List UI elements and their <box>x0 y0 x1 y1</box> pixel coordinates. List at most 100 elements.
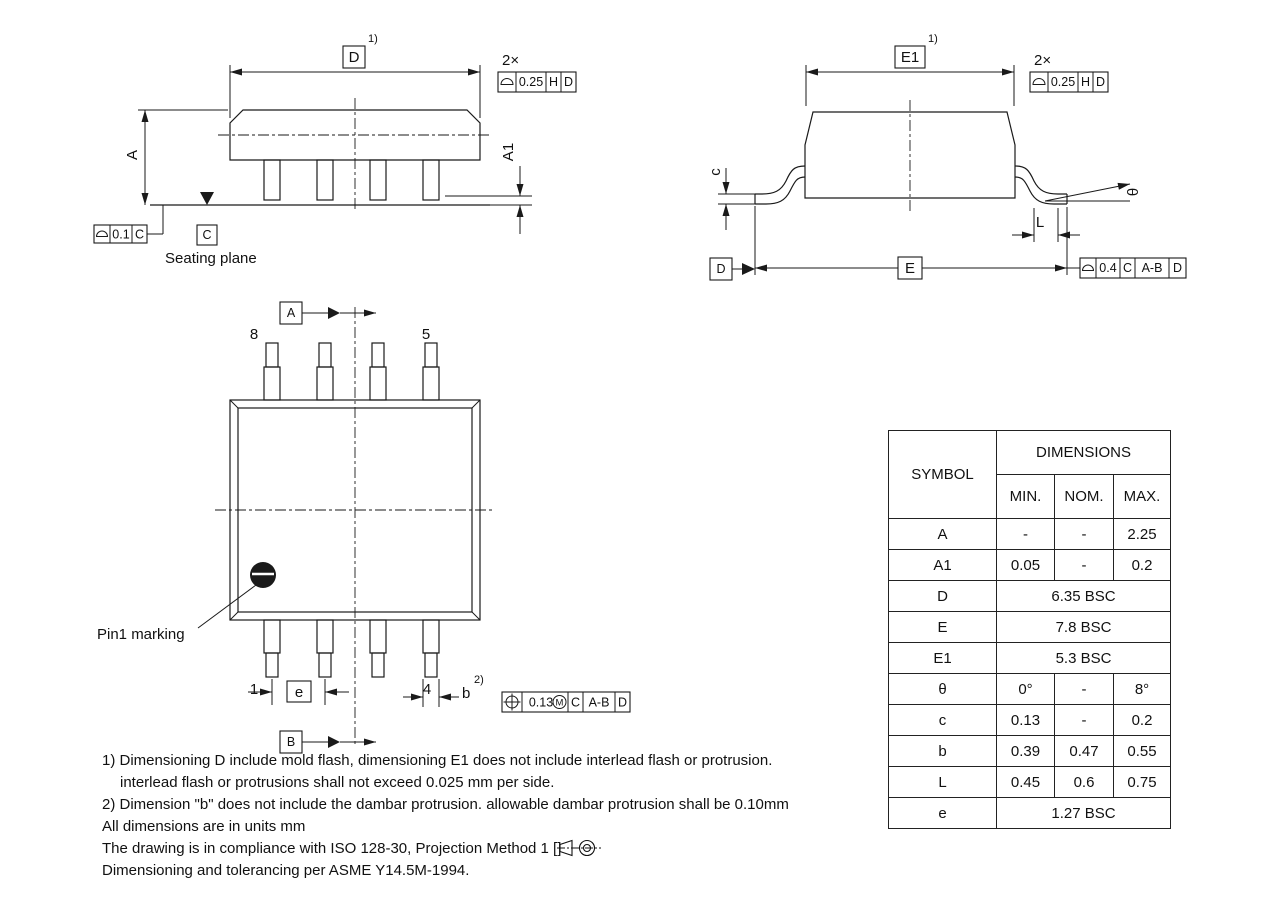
dimension-b: b 2) <box>403 674 484 707</box>
datum-triangle-c <box>200 192 214 205</box>
dim-d-label: D <box>349 49 360 66</box>
side-view: D 1) 2× 0.25 H D A A1 C <box>93 33 577 267</box>
e-fcf-datum2: A-B <box>1142 261 1163 275</box>
dimension-a: A <box>124 109 228 205</box>
end-view: E1 1) 2× 0.25 H D c θ L <box>707 33 1187 281</box>
dim-e-box <box>286 680 312 703</box>
dimensions-header: DIMENSIONS <box>996 430 1171 475</box>
datum-b-label: B <box>287 735 295 749</box>
note-projection: The drawing is in compliance with ISO 12… <box>102 838 842 860</box>
gull-wing-leads <box>754 165 1068 205</box>
datum-triangle-b <box>328 736 340 748</box>
fcf-seating-plane <box>93 224 148 244</box>
profile-symbol-icon <box>1081 264 1095 271</box>
dim-e-label: E <box>905 260 915 277</box>
table-row: A--2.25 <box>888 518 1171 550</box>
datum-triangle-a <box>328 307 340 319</box>
dim-b-label: b <box>462 685 470 702</box>
dim-e1-label: E1 <box>901 49 919 66</box>
fcf-datum-h: H <box>549 75 558 89</box>
dimension-l: L <box>1012 208 1080 242</box>
package-body-side <box>229 109 481 201</box>
dimension-c: c <box>707 168 755 230</box>
note-ref-2: 2) <box>474 674 484 686</box>
dim-a1-label: A1 <box>500 143 517 161</box>
dim-e1-box <box>894 45 926 69</box>
profile-symbol-icon <box>1032 78 1046 85</box>
e-fcf-datum3: D <box>1173 261 1182 275</box>
pin-number-5: 5 <box>422 326 430 343</box>
fcf-position: 0.13 M C A-B D <box>501 691 631 713</box>
dim-c-label: c <box>707 168 724 176</box>
nom-header: NOM. <box>1054 474 1114 519</box>
datum-d-label: D <box>716 262 725 276</box>
fcf-datum-h: H <box>1081 75 1090 89</box>
fcf-lead-coplanarity: 2× 0.25 H D <box>497 52 577 93</box>
e-fcf-tolerance: 0.4 <box>1099 261 1116 275</box>
e-fcf-datum1: C <box>1123 261 1132 275</box>
pos-fcf-tolerance: 0.13 <box>529 696 553 710</box>
datum-triangle-d <box>742 263 755 275</box>
seat-fcf-tolerance: 0.1 <box>112 228 129 242</box>
bottom-pins <box>263 619 440 678</box>
dim-theta-label: θ <box>1125 188 1142 196</box>
count-2x-label: 2× <box>502 52 519 69</box>
note-1-line-2: interlead flash or protrusions shall not… <box>120 774 555 791</box>
note-ref-1: 1) <box>368 33 378 45</box>
package-body-end <box>804 111 1016 199</box>
drawing-notes: 1) Dimensioning D include mold flash, di… <box>102 750 842 882</box>
datum-c-box <box>196 224 218 246</box>
fcf-lead-coplanarity: 2× 0.25 H D <box>1029 52 1109 93</box>
lead-2 <box>316 159 334 201</box>
pos-fcf-datum1: C <box>571 696 580 710</box>
dimension-a1: A1 <box>445 143 532 234</box>
fcf-tolerance: 0.25 <box>1051 75 1075 89</box>
position-symbol-icon <box>503 693 521 711</box>
dimensions-table: SYMBOL DIMENSIONS MIN. NOM. MAX. A--2.25… <box>888 430 1171 829</box>
dim-e-box <box>897 256 923 280</box>
dimension-e1: E1 1) <box>805 33 1015 106</box>
note-1-line-1: 1) Dimensioning D include mold flash, di… <box>102 752 773 769</box>
note-ref-1: 1) <box>928 33 938 45</box>
pos-fcf-datum2: A-B <box>589 696 610 710</box>
note-2: 2) Dimension "b" does not include the da… <box>102 796 789 813</box>
lead-3 <box>369 159 387 201</box>
package-body-top <box>229 399 481 621</box>
dimension-theta: θ <box>1044 182 1142 202</box>
fcf-datum-d: D <box>564 75 573 89</box>
datum-a-label: A <box>287 306 296 320</box>
pin-number-4: 4 <box>423 681 431 698</box>
dim-l-label: L <box>1036 214 1044 231</box>
note-tolerancing: Dimensioning and tolerancing per ASME Y1… <box>102 862 470 879</box>
dimension-d: D 1) <box>229 33 481 118</box>
note-units: All dimensions are in units mm <box>102 818 306 835</box>
mmc-modifier-icon: M <box>552 695 567 709</box>
dimension-e: E D <box>709 206 1068 281</box>
pin1-marking: Pin1 marking <box>97 562 276 643</box>
datum-a: A <box>279 301 376 325</box>
symbol-header: SYMBOL <box>888 430 997 519</box>
profile-symbol-icon <box>500 78 514 85</box>
lead-4 <box>422 159 440 201</box>
pin1-marking-label: Pin1 marking <box>97 626 185 643</box>
dim-e-label: e <box>295 684 303 701</box>
fcf-datum-d: D <box>1096 75 1105 89</box>
count-2x-label: 2× <box>1034 52 1051 69</box>
dim-d-box <box>342 45 366 69</box>
pin-number-8: 8 <box>250 326 258 343</box>
seating-plane: C 0.1 C Seating plane <box>93 192 490 267</box>
datum-c-label: C <box>202 228 211 242</box>
pos-fcf-datum3: D <box>618 696 627 710</box>
top-pins <box>263 342 440 401</box>
dimension-e-pitch: e <box>248 679 349 705</box>
